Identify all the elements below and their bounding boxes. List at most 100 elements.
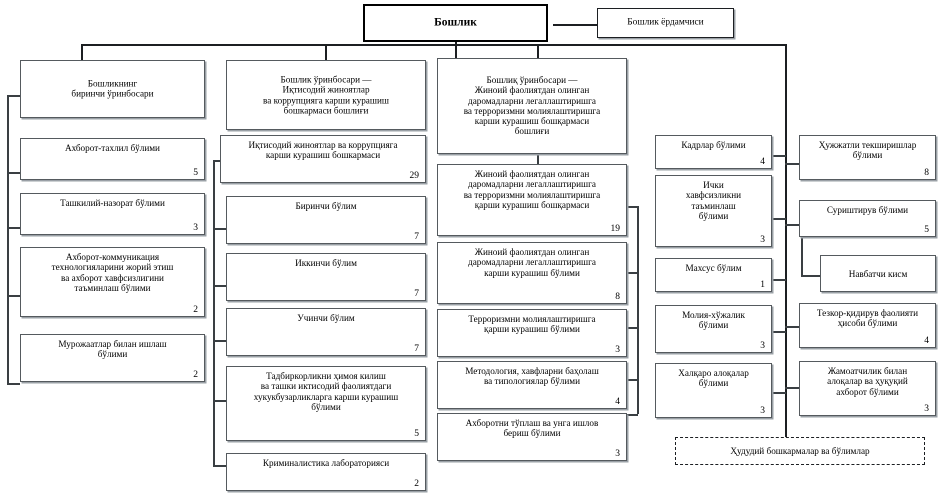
connector-branch3-stub-3 (626, 379, 638, 381)
connector-root-to-assistant (553, 24, 597, 26)
connector-branch1-stub-1 (7, 172, 20, 174)
node-branch3-unit-0[interactable]: Жиноий фаолиятдан олинган даромадларни л… (437, 164, 627, 236)
connector-branch2-stub-3 (213, 340, 226, 342)
connector-branch3-stub-2 (626, 327, 638, 329)
node-label: Жамоатчилик билан алоқалар ва ҳуқуқий ах… (827, 366, 908, 397)
node-branch2-unit-0[interactable]: Иқтисодий жиноятлар ва коррупцияга карши… (220, 135, 426, 183)
connector-drop-branch1 (81, 44, 83, 60)
node-branch3-unit-4[interactable]: Ахборотни тўплаш ва унга ишлов бериш бўл… (437, 413, 627, 461)
node-count: 2 (193, 369, 198, 380)
node-branch4-unit-3[interactable]: Молия-хўжалик бўлими 3 (655, 305, 772, 353)
connector-branch1-stub-2 (7, 227, 20, 229)
node-branch5-unit-1[interactable]: Суриштирув бўлими 5 (799, 200, 936, 237)
node-count: 29 (409, 170, 420, 181)
node-label: Биринчи бўлим (295, 201, 357, 211)
node-branch3-unit-1[interactable]: Жиноий фаолиятдан олинган даромадларни л… (437, 242, 627, 304)
node-branch5-unit-0[interactable]: Ҳужжатли текширишлар бўлими 8 (799, 135, 936, 180)
node-count: 8 (615, 291, 620, 302)
node-label: Учинчи бўлим (297, 313, 355, 323)
node-branch4-unit-0[interactable]: Кадрлар бўлими 4 (655, 135, 772, 169)
node-root-boshlik[interactable]: Бошлик (363, 4, 548, 42)
node-count: 3 (760, 340, 765, 351)
node-count: 7 (414, 288, 419, 299)
node-count: 3 (193, 222, 198, 233)
connector-branch1-bus (7, 95, 9, 383)
connector-drop-branch2 (325, 44, 327, 60)
node-branch1-unit-3[interactable]: Мурожаатлар билан ишлаш бўлими 2 (20, 334, 205, 382)
node-branch2-unit-2[interactable]: Иккинчи бўлим 7 (226, 253, 426, 301)
node-count: 3 (924, 403, 929, 414)
connector-branch2-stub-5 (213, 465, 226, 467)
connector-branch4-stub-4 (772, 392, 786, 394)
connector-branch4-stub-2 (772, 279, 786, 281)
connector-branch4-stub-3 (772, 331, 786, 333)
node-label: Тадбиркорликни ҳимоя килиш ва ташки икти… (253, 371, 399, 412)
node-branch2-unit-3[interactable]: Учинчи бўлим 7 (226, 308, 426, 356)
node-branch5-unit-3[interactable]: Тезкор-қидирув фаолияти ҳисоби бўлими 4 (799, 303, 936, 348)
node-branch4-unit-1[interactable]: Ички хавфсизликни таъминлаш бўлими 3 (655, 175, 772, 247)
connector-right-bus (785, 44, 787, 437)
node-label: Ахборот-тахлил бўлими (65, 143, 160, 153)
node-branch1-head[interactable]: Бошликнинг биринчи ўринбосари (20, 60, 205, 118)
node-branch1-unit-0[interactable]: Ахборот-тахлил бўлими 5 (20, 138, 205, 180)
node-branch2-head[interactable]: Бошлик ўринбосари — Иқтисодий жиноятлар … (226, 60, 426, 130)
connector-branch3-stub-1 (626, 272, 638, 274)
node-count: 5 (414, 428, 419, 439)
node-count: 2 (193, 304, 198, 315)
connector-drop-branch3 (537, 44, 539, 58)
node-root-assistant[interactable]: Бошлик ёрдамчиси (597, 8, 734, 38)
node-count: 1 (760, 279, 765, 290)
connector-branch2-stub-2 (213, 285, 226, 287)
node-branch2-unit-5[interactable]: Криминалистика лабораторияси 2 (226, 453, 426, 491)
node-count: 5 (193, 167, 198, 178)
connector-root-stem (455, 42, 457, 60)
connector-duty-elbow-horizontal (801, 275, 830, 277)
node-branch2-unit-4[interactable]: Тадбиркорликни ҳимоя килиш ва ташки икти… (226, 366, 426, 441)
node-count: 3 (615, 344, 620, 355)
node-label: Криминалистика лабораторияси (262, 458, 390, 468)
node-branch4-unit-2[interactable]: Махсус бўлим 1 (655, 258, 772, 292)
connector-branch2-stub-0 (213, 160, 226, 162)
node-branch5-unit-4[interactable]: Жамоатчилик билан алоқалар ва ҳуқуқий ах… (799, 361, 936, 416)
node-branch4-unit-4[interactable]: Халқаро алоқалар бўлими 3 (655, 363, 772, 418)
node-count: 2 (414, 478, 419, 489)
node-branch1-unit-2[interactable]: Ахборот-коммуникация технологияларини жо… (20, 247, 205, 317)
node-label: Методология, хавфларни баҳолаш ва типоло… (465, 366, 599, 387)
connector-branch5-stub-1 (785, 224, 799, 226)
connector-branch1-stub-3 (7, 295, 20, 297)
connector-duty-elbow-vertical (801, 237, 803, 275)
node-branch3-unit-2[interactable]: Терроризмни молиялаштиришга қарши кураши… (437, 309, 627, 357)
node-label: Ахборот-коммуникация технологияларини жо… (51, 252, 174, 293)
connector-branch1-stub-0 (7, 95, 20, 97)
node-label: Ҳужжатли текширишлар бўлими (818, 140, 917, 161)
node-branch5-unit-2[interactable]: Навбатчи кисм (820, 255, 936, 292)
node-branch3-head[interactable]: Бошлиқ ўринбосари — Жиноий фаолиятдан ол… (437, 58, 627, 154)
node-branch2-unit-1[interactable]: Биринчи бўлим 7 (226, 196, 426, 244)
node-label: Иқтисодий жиноятлар ва коррупцияга карши… (248, 140, 398, 161)
node-footer-regional[interactable]: Ҳудудий бошкармалар ва бўлимлар (675, 437, 925, 465)
node-count: 8 (924, 167, 929, 178)
node-count: 4 (615, 396, 620, 407)
node-count: 3 (760, 405, 765, 416)
connector-branch3-head-stem (537, 153, 539, 164)
connector-branch4-stub-1 (772, 218, 786, 220)
connector-branch3-bus (637, 206, 639, 414)
connector-branch3-stub-0 (626, 206, 638, 208)
node-label: Ташкилий-назорат бўлими (60, 198, 165, 208)
node-label: Терроризмни молиялаштиришга қарши кураши… (468, 314, 596, 335)
node-branch1-unit-1[interactable]: Ташкилий-назорат бўлими 3 (20, 193, 205, 235)
node-label: Бошлик ёрдамчиси (627, 17, 704, 28)
node-label: Ҳудудий бошкармалар ва бўлимлар (730, 445, 870, 456)
node-label: Молия-хўжалик бўлими (682, 310, 745, 331)
node-label: Навбатчи кисм (848, 268, 908, 279)
node-count: 5 (924, 224, 929, 235)
node-label: Мурожаатлар билан ишлаш бўлими (58, 339, 167, 360)
connector-branch2-stub-1 (213, 228, 226, 230)
node-label: Иккинчи бўлим (295, 258, 357, 268)
node-label: Бошлиқ ўринбосари — Жиноий фаолиятдан ол… (463, 75, 601, 137)
connector-branch3-stub-4 (626, 414, 638, 416)
connector-branch5-stub-4 (785, 387, 799, 389)
connector-branch1-stub-4 (7, 383, 20, 385)
node-branch3-unit-3[interactable]: Методология, хавфларни баҳолаш ва типоло… (437, 361, 627, 409)
